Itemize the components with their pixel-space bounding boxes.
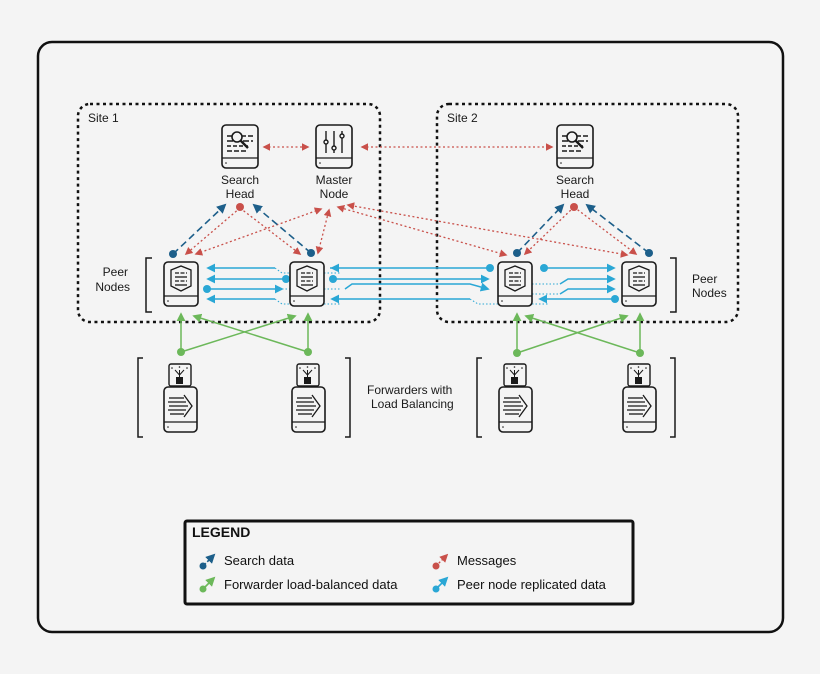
signal-icon [299,366,316,384]
forwarders-bracket-left-1 [137,357,143,438]
forward-arrow-icon [296,394,321,418]
sh1-message-origin [236,203,244,211]
peer-nodes-bracket-right [670,257,677,313]
magnifier-icon [227,131,253,152]
forwarder-lines [176,312,645,354]
master-node-label-2: Node [320,187,349,201]
peer-nodes-label-right-2: Nodes [692,286,727,300]
peer-nodes-bracket-left [145,257,152,313]
sh2-message-origin [570,203,578,211]
replication-lines [206,263,616,304]
forward-arrow-icon [168,394,193,418]
legend-label-forwarder: Forwarder load-balanced data [224,577,398,592]
msg-master-peer2 [315,208,332,255]
legend-title: LEGEND [192,524,250,540]
site2-search-head[interactable] [556,124,594,169]
peer-nodes-label-left-1: Peer [103,265,128,279]
forwarder-3[interactable] [498,363,533,433]
site2-search-head-label-1: Search [556,173,594,187]
site1-search-head-label-2: Head [226,187,255,201]
site1-boundary [76,102,382,324]
site2-search-head-label-2: Head [561,187,590,201]
outer-frame [36,40,785,634]
legend-item-search: Search data [199,553,295,570]
search-peer2-sh1 [252,203,312,254]
site1-master-node[interactable] [315,124,353,169]
site2-label: Site 2 [447,111,478,125]
forwarders-label-1: Forwarders with [367,383,452,397]
database-shield-icon [296,265,318,292]
peer-nodes-label-right-1: Peer [692,272,717,286]
search-data-lines [172,203,650,255]
search-peer4-sh2 [585,203,650,254]
master-node-label-1: Master [316,173,353,187]
forwarder-4[interactable] [622,363,657,433]
legend-item-messages: Messages [432,553,517,570]
database-shield-icon [628,265,650,292]
msg-sh2-peer4 [573,206,638,255]
peer-node-4[interactable] [621,261,657,307]
legend-label-replication: Peer node replicated data [457,577,607,592]
forwarder-2[interactable] [291,363,326,433]
peer-node-1[interactable] [163,261,199,307]
database-shield-icon [504,265,526,292]
forwarder-1[interactable] [163,363,198,433]
replication-origins [203,264,619,303]
search-peer1-sh1 [172,203,227,255]
database-shield-icon [170,265,192,292]
forwarders-bracket-right-1 [345,357,351,438]
legend-item-forwarder: Forwarder load-balanced data [199,576,398,593]
forward-arrow-icon [627,394,652,418]
site1-search-head[interactable] [221,124,259,169]
forwarder-origins [177,348,644,357]
legend-item-replication: Peer node replicated data [432,576,607,593]
signal-icon [630,366,647,384]
site1-label: Site 1 [88,111,119,125]
forwarders-bracket-right-2 [670,357,676,438]
forward-arrow-icon [503,394,528,418]
legend-label-search: Search data [224,553,295,568]
magnifier-icon [562,131,588,152]
peer-nodes-label-left-2: Nodes [95,280,130,294]
forwarders-label-2: Load Balancing [371,397,454,411]
peer-node-2[interactable] [289,261,325,307]
legend-label-messages: Messages [457,553,517,568]
legend: LEGEND Search data Messages Forwarder lo… [183,519,635,606]
signal-icon [506,366,523,384]
site2-boundary [435,102,740,324]
peer-node-3[interactable] [497,261,533,307]
search-peer3-sh2 [516,203,565,254]
signal-icon [171,366,188,384]
search-data-origins [169,249,653,258]
sliders-icon [323,131,345,153]
message-lines [184,143,638,258]
site1-search-head-label-1: Search [221,173,259,187]
forwarders-bracket-left-2 [476,357,482,438]
replication-hidden-segments [274,267,560,305]
